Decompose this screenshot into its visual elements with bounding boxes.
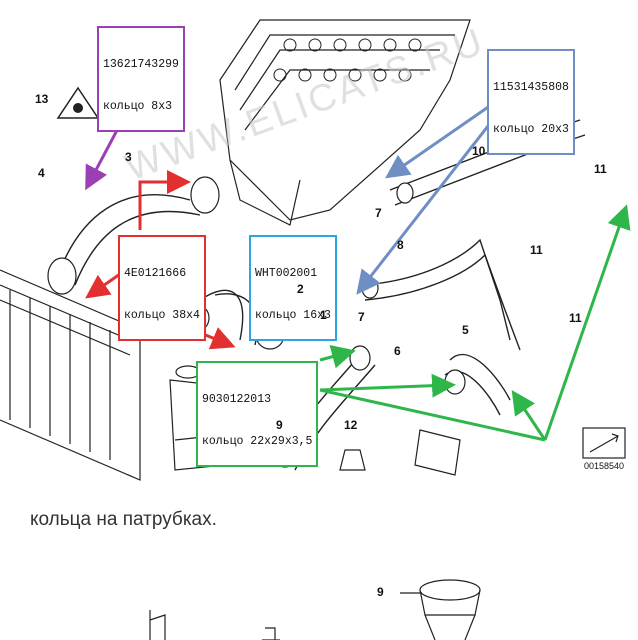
label-green: 9030122013 кольцо 22х29х3,5 [196,361,319,467]
label-blue-ring: кольцо 20х3 [493,123,569,136]
part-number: 11 [530,243,543,257]
caption: кольца на патрубках. [30,509,217,530]
label-green-part: 9030122013 [202,393,272,406]
part-number: 8 [397,238,404,252]
part-number: 9 [276,418,283,432]
label-red: 4E0121666 кольцо 38х4 [118,235,206,341]
part-number: 4 [38,166,45,180]
radiator [0,269,141,481]
part-number: 10 [472,144,486,158]
part-number: 11 [569,311,582,325]
part-number: 7 [375,206,382,220]
part-number: 5 [462,323,469,337]
part-number: 9 [377,585,384,599]
label-green-ring: кольцо 22х29х3,5 [202,435,313,448]
label-red-part: 4E0121666 [124,267,187,280]
label-red-ring: кольцо 38х4 [124,309,200,322]
label-blue: 11531435808 кольцо 20х3 [487,49,575,155]
part-number: 11 [594,162,607,176]
part-number: 3 [125,150,132,164]
label-blue-part: 11531435808 [493,81,569,94]
label-cyan-ring: кольцо 16х3 [255,309,331,322]
label-cyan-part: WHT002001 [255,267,318,280]
label-cyan: WHT002001 кольцо 16х3 [249,235,337,341]
label-purple-part: 13621743299 [103,58,179,71]
label-purple-ring: кольцо 8х3 [103,100,173,113]
lower-parts [149,579,481,640]
diagram-code: 00158540 [584,461,625,471]
engine-cylinder-head [219,19,471,226]
part-number: 6 [394,344,401,358]
label-purple: 13621743299 кольцо 8х3 [97,26,185,132]
diagram-reference-icon [582,427,626,459]
part-number: 1 [320,308,327,322]
part-number: 13 [35,92,49,106]
temperature-sensor-icon [56,86,100,119]
part-number: 12 [344,418,358,432]
part-number: 7 [358,310,365,324]
part-number: 2 [297,282,304,296]
